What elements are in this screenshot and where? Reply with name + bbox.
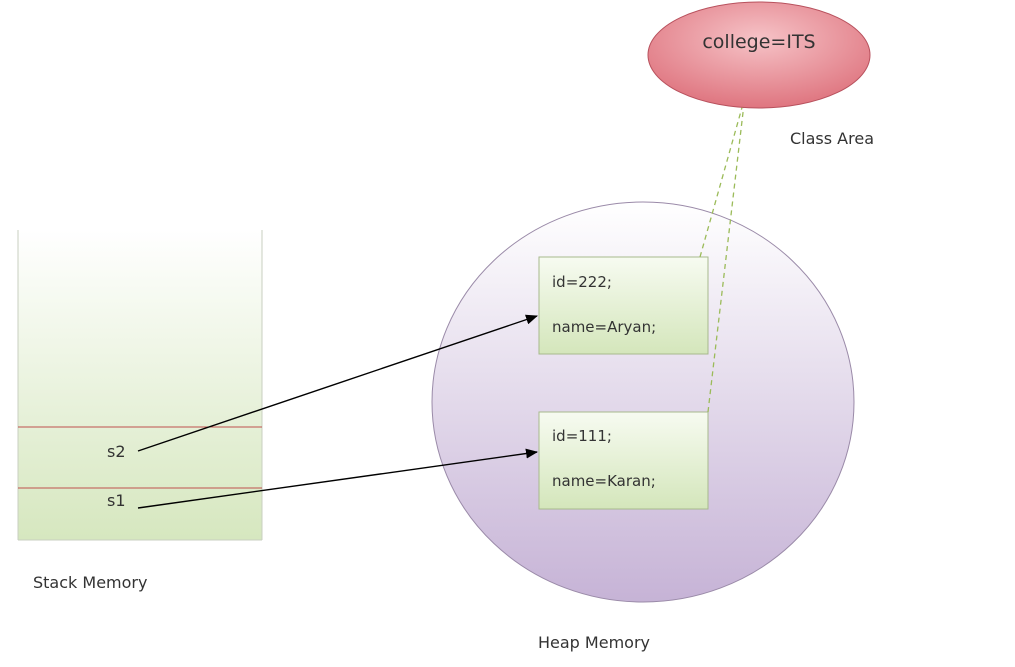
object-box [538, 411, 709, 510]
reference-arrows [137, 314, 538, 509]
object-id-field: id=222; [552, 273, 612, 291]
class-area: college=ITS Class Area [647, 1, 874, 148]
object-name-field: name=Karan; [552, 472, 656, 490]
object-id-field: id=111; [552, 427, 612, 445]
heap-object-aryan: id=222; name=Aryan; [538, 256, 709, 355]
object-name-field: name=Aryan; [552, 318, 656, 336]
static-links [699, 103, 745, 413]
heap-memory: Heap Memory id=222; name=Aryan; id=111; … [431, 201, 855, 652]
arrow-s1-to-karan [137, 448, 538, 509]
stack-memory-label: Stack Memory [33, 573, 147, 592]
heap-memory-label: Heap Memory [538, 633, 650, 652]
dashed-link-karan [707, 103, 745, 413]
class-area-ellipse [647, 1, 871, 109]
heap-memory-circle [431, 201, 855, 603]
stack-ref-s1: s1 [107, 491, 126, 510]
stack-ref-s2: s2 [107, 442, 126, 461]
heap-object-karan: id=111; name=Karan; [538, 411, 709, 510]
class-area-label: Class Area [790, 129, 874, 148]
stack-memory: s2 s1 Stack Memory [17, 230, 263, 592]
object-box [538, 256, 709, 355]
static-field-college: college=ITS [702, 31, 815, 53]
stack-memory-box [18, 230, 262, 540]
arrow-s2-to-aryan [137, 314, 538, 452]
